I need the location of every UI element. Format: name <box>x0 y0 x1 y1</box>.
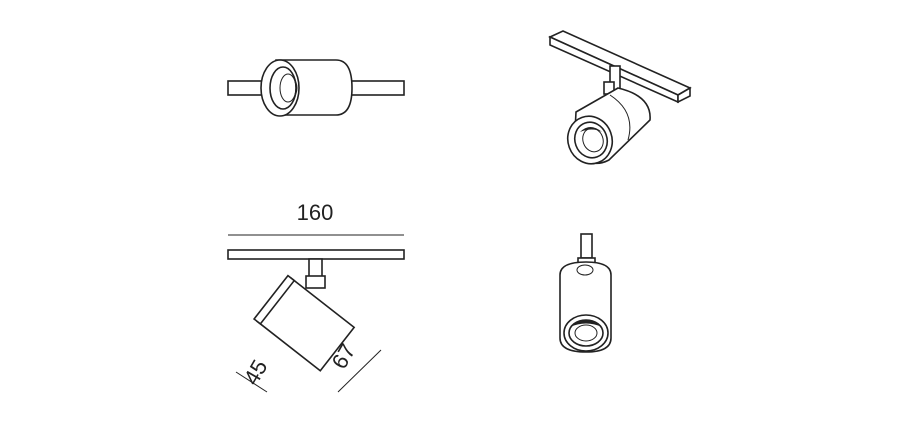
depth-dimension-line <box>235 371 268 393</box>
depth-dimension-label: 45 <box>239 355 273 389</box>
width-dimension-label: 160 <box>297 200 334 225</box>
front-view: 160 45 67 <box>227 200 405 393</box>
isometric-view <box>548 30 692 165</box>
end-view <box>559 233 612 353</box>
top-view <box>227 59 405 117</box>
height-dimension-line <box>337 349 382 393</box>
